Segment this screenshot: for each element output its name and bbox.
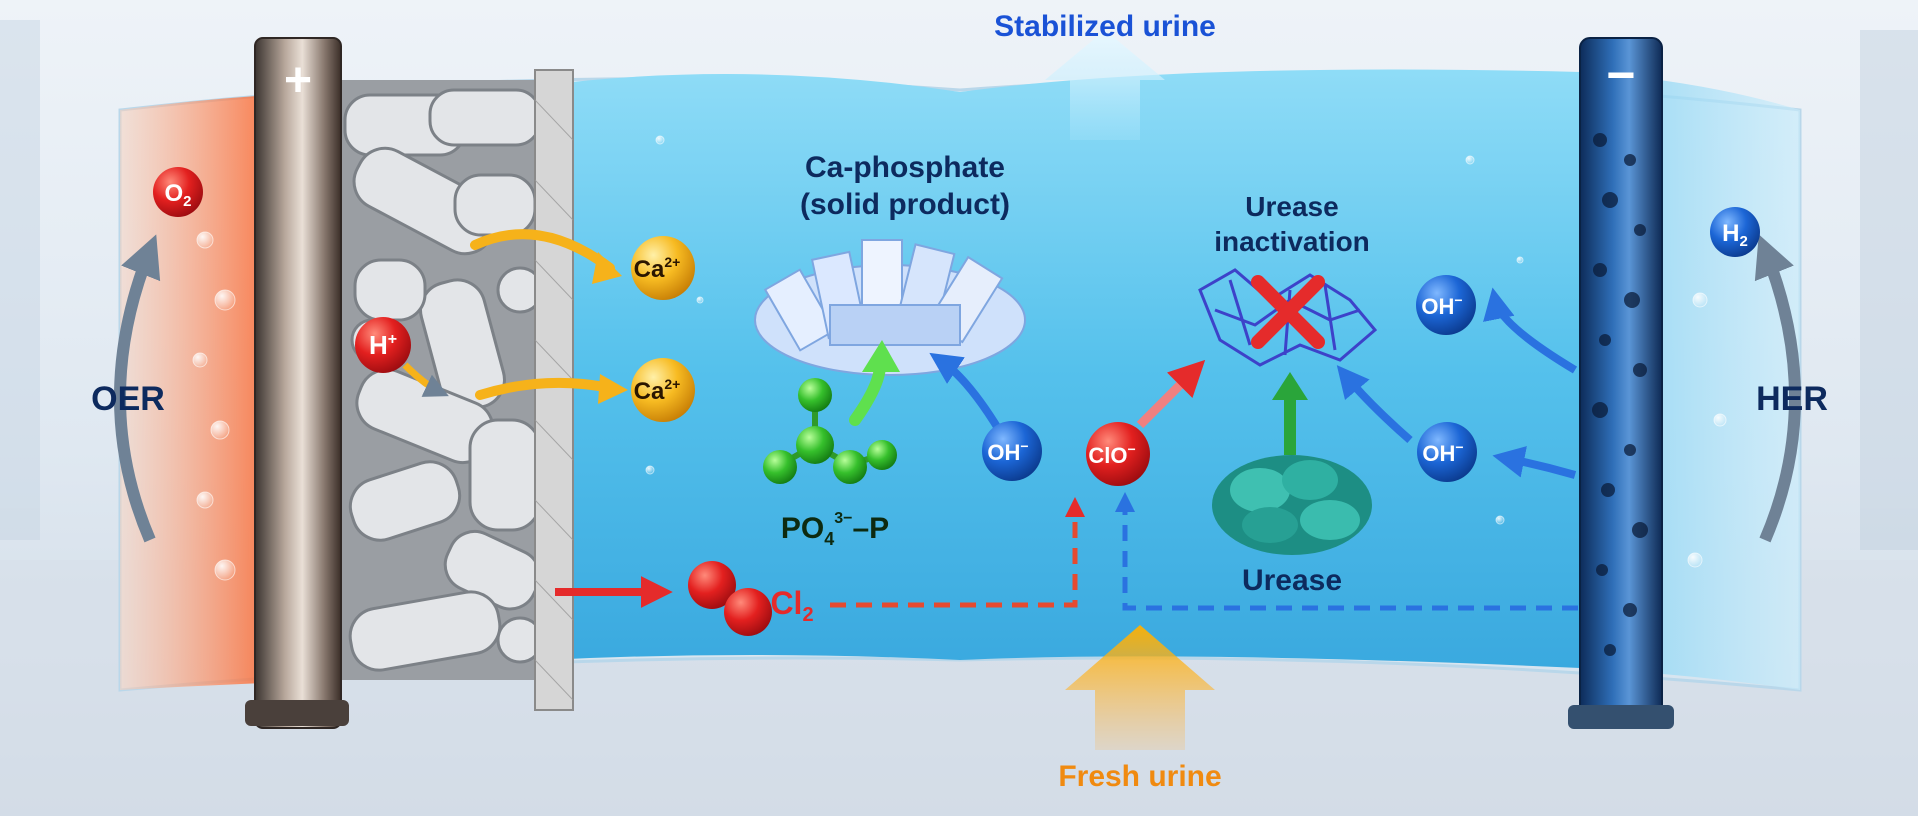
oh-ion-3-label: OH−	[1422, 439, 1463, 466]
ca-phosphate-label-line2: (solid product)	[800, 188, 1010, 221]
ca-ion-2	[631, 358, 695, 422]
clo-ion	[1086, 422, 1150, 486]
cathode-to-clo-dashed-arrow	[1115, 492, 1578, 611]
oh-ion-3	[1417, 422, 1477, 482]
anode-sign: +	[284, 54, 312, 107]
separator-membrane	[534, 69, 574, 711]
cross-icon	[1251, 275, 1325, 349]
oh-ion-1	[982, 421, 1042, 481]
cathode-sign: −	[1606, 47, 1635, 103]
o2-label: O2	[164, 180, 191, 210]
ca-ion-1-label: Ca2+	[634, 254, 681, 283]
gas-bubbles	[192, 135, 1727, 581]
ca-ion-1	[631, 236, 695, 300]
cl2-to-clo-dashed-arrow	[830, 497, 1085, 608]
clo-to-urease-arrow	[1136, 359, 1206, 429]
cathode-to-oh-arrow-bottom	[1492, 446, 1577, 479]
cl2-label: Cl2	[770, 585, 813, 626]
oh-ion-2-label: OH−	[1421, 292, 1462, 319]
phosphate-label: PO43−–P	[781, 510, 889, 549]
oh-ion-2	[1416, 275, 1476, 335]
urease-inactivation-line1: Urease	[1245, 191, 1338, 222]
urease-inactivation-line2: inactivation	[1214, 226, 1370, 257]
fresh-urine-arrow	[1065, 625, 1215, 750]
urease-label: Urease	[1242, 564, 1342, 597]
h-plus-bubble	[355, 317, 411, 373]
h2-bubble	[1710, 207, 1760, 257]
ca-phosphate-label-line1: Ca-phosphate	[805, 151, 1005, 184]
anode-electrode	[245, 37, 349, 729]
urease-enzyme-icon	[1212, 455, 1372, 555]
ca-phosphate-crystal-icon	[754, 239, 1026, 376]
cathode-electrode	[1568, 37, 1674, 729]
oer-arrow	[114, 234, 161, 543]
ca-release-arrow-1	[470, 229, 615, 273]
phosphate-molecule-icon	[763, 378, 897, 484]
stabilized-urine-label: Stabilized urine	[994, 10, 1216, 43]
cl2-molecule-icon	[688, 561, 772, 636]
her-label: HER	[1756, 380, 1828, 418]
oer-label: OER	[91, 380, 165, 418]
ca-ion-2-label: Ca2+	[634, 376, 681, 405]
electrode-particles	[340, 80, 545, 680]
o2-bubble	[153, 167, 203, 217]
stabilized-urine-arrow	[1045, 30, 1165, 140]
h-plus-arrow	[402, 362, 449, 397]
h-plus-label: H+	[369, 330, 397, 360]
ca-release-arrow-2	[475, 377, 615, 400]
cathode-to-oh-arrow-top	[1483, 287, 1578, 374]
oh-ion-1-label: OH−	[987, 438, 1028, 465]
fresh-urine-label: Fresh urine	[1058, 760, 1221, 793]
clo-ion-label: ClO−	[1088, 441, 1135, 468]
her-arrow	[1754, 234, 1801, 543]
h2-label: H2	[1722, 220, 1748, 250]
oh-to-urease-arrow	[1336, 365, 1413, 444]
